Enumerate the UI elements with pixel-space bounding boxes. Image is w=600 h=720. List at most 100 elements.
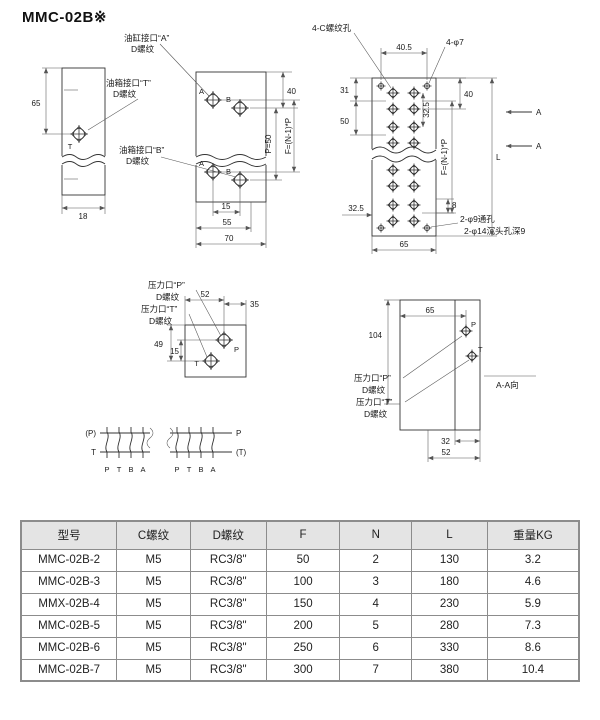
- col-header-f: F: [265, 520, 341, 550]
- dim-18: 18: [79, 212, 88, 221]
- section-view-label: A-A向: [496, 380, 519, 390]
- cell-model: MMC-02B-5: [20, 614, 118, 638]
- cell-f: 50: [265, 548, 341, 572]
- port-b-label: B: [226, 95, 231, 104]
- cell-weight: 4.6: [486, 570, 580, 594]
- cell-d-thread: RC3/8": [189, 636, 267, 660]
- callout-phi9-holes: 2-φ9通孔: [460, 214, 495, 224]
- side-view-dimensions: 65 18: [32, 67, 106, 221]
- callout-tank-port-t: 油箱接口“T”: [106, 78, 151, 88]
- schematic-label-p-left: (P): [85, 429, 96, 438]
- top-view-dimensions: 40.5 31 50 32.5 40 F=(N-1)*P L A: [340, 43, 542, 254]
- dim-8: 8: [452, 201, 457, 210]
- front-view-outline: [195, 71, 267, 203]
- cell-weight: 7.3: [486, 614, 580, 638]
- dim-l: L: [496, 153, 501, 162]
- port-b-bottom-symbol: [230, 170, 250, 190]
- callout-pressure-port-p: 压力口“P”: [148, 280, 185, 290]
- cell-model: MMC-02B-3: [20, 570, 118, 594]
- port-t-label: T: [68, 142, 73, 151]
- callout-tank-port-b: 油箱接口“B”: [119, 145, 165, 155]
- pt-port-view-drawing: P T 压力口“P” D螺纹 压力口“T” D螺纹 52 35 49 15: [141, 280, 259, 378]
- cell-d-thread: RC3/8": [189, 548, 267, 572]
- dim-104: 104: [369, 331, 383, 340]
- cell-weight: 3.2: [486, 548, 580, 572]
- cell-l: 230: [411, 592, 488, 616]
- col-header-weight: 重量KG: [486, 520, 580, 550]
- cell-l: 330: [411, 636, 488, 660]
- callout-phi14-counterbore: 2-φ14沉头孔深9: [464, 226, 526, 236]
- port-p-label: P: [471, 320, 476, 329]
- callout-d-thread: D螺纹: [126, 156, 150, 166]
- dim-50: 50: [340, 117, 349, 126]
- port-b-top-symbol: [230, 98, 250, 118]
- station-port-letters: P T B A P T B A: [104, 465, 215, 474]
- side-view-outline: [61, 67, 106, 196]
- schematic-label-t-right: (T): [236, 448, 247, 457]
- schematic-label-p-right: P: [236, 429, 241, 438]
- cell-c-thread: M5: [116, 592, 191, 616]
- front-view-callouts: 油缸接口“A” D螺纹 油箱接口“T” D螺纹 油箱接口“B” D螺纹: [87, 33, 237, 178]
- svg-text:T: T: [117, 465, 122, 474]
- port-t-symbol: [201, 351, 221, 371]
- svg-text:A: A: [140, 465, 145, 474]
- callout-d-thread: D螺纹: [131, 44, 155, 54]
- dim-40-5: 40.5: [396, 43, 412, 52]
- dim-32-5-bottom: 32.5: [348, 204, 364, 213]
- col-header-n: N: [339, 520, 413, 550]
- dim-65-bottom: 65: [400, 240, 409, 249]
- port-a-label: A: [199, 87, 204, 96]
- dim-p50: P=50: [264, 134, 273, 153]
- callout-pressure-port-t: 压力口“T”: [141, 304, 178, 314]
- dim-40: 40: [287, 87, 296, 96]
- section-label-a: A: [536, 108, 542, 117]
- svg-text:P: P: [174, 465, 179, 474]
- dim-15: 15: [170, 347, 179, 356]
- dim-55: 55: [223, 218, 232, 227]
- dim-f: F=(N-1)*P: [284, 118, 293, 154]
- callout-pressure-port-p: 压力口“P”: [354, 373, 391, 383]
- break-line: [61, 154, 106, 160]
- cell-n: 6: [339, 636, 413, 660]
- port-a-label: A: [199, 159, 204, 168]
- callout-pressure-port-t: 压力口“T”: [356, 397, 393, 407]
- cell-n: 7: [339, 658, 413, 682]
- port-t-symbol: [465, 349, 479, 363]
- pt-view-dimensions: 52 35 49 15: [154, 290, 259, 362]
- dim-32: 32: [441, 437, 450, 446]
- cell-l: 180: [411, 570, 488, 594]
- corner-hole: [422, 223, 432, 233]
- cell-model: MMC-02B-6: [20, 636, 118, 660]
- corner-hole: [422, 81, 432, 91]
- technical-drawings: T 65 18 A B A B 油缸接口“A” D螺纹 油箱接口“T”: [32, 23, 542, 474]
- top-view-callouts: 4-C螺纹孔 4-φ7 2-φ9通孔 2-φ14沉头孔深9: [312, 23, 526, 236]
- section-view-outline: [399, 299, 481, 431]
- dim-15: 15: [222, 202, 231, 211]
- cell-f: 250: [265, 636, 341, 660]
- cell-n: 3: [339, 570, 413, 594]
- top-view-drawing: 4-C螺纹孔 4-φ7 2-φ9通孔 2-φ14沉头孔深9 40.5 31 50…: [312, 23, 542, 254]
- cell-d-thread: RC3/8": [189, 570, 267, 594]
- callout-d-thread: D螺纹: [113, 89, 137, 99]
- cell-d-thread: RC3/8": [189, 592, 267, 616]
- break-line: [146, 427, 154, 449]
- front-view-dimensions: 40 P=50 F=(N-1)*P 15 55 70: [195, 71, 300, 248]
- cell-f: 150: [265, 592, 341, 616]
- dim-31: 31: [340, 86, 349, 95]
- port-t-label: T: [194, 359, 199, 368]
- port-a-bottom-symbol: [203, 162, 223, 182]
- port-t-label: T: [478, 345, 483, 354]
- cell-model: MMC-02B-7: [20, 658, 118, 682]
- cell-f: 300: [265, 658, 341, 682]
- cell-l: 280: [411, 614, 488, 638]
- callout-d-thread: D螺纹: [156, 292, 180, 302]
- table-row: MMC-02B-6 M5 RC3/8" 250 6 330 8.6: [20, 636, 580, 660]
- svg-text:A: A: [210, 465, 215, 474]
- port-p-symbol: [214, 330, 234, 350]
- cell-f: 100: [265, 570, 341, 594]
- table-row: MMC-02B-3 M5 RC3/8" 100 3 180 4.6: [20, 570, 580, 594]
- callout-d-thread: D螺纹: [364, 409, 388, 419]
- break-line: [61, 161, 106, 167]
- cell-c-thread: M5: [116, 548, 191, 572]
- cell-n: 5: [339, 614, 413, 638]
